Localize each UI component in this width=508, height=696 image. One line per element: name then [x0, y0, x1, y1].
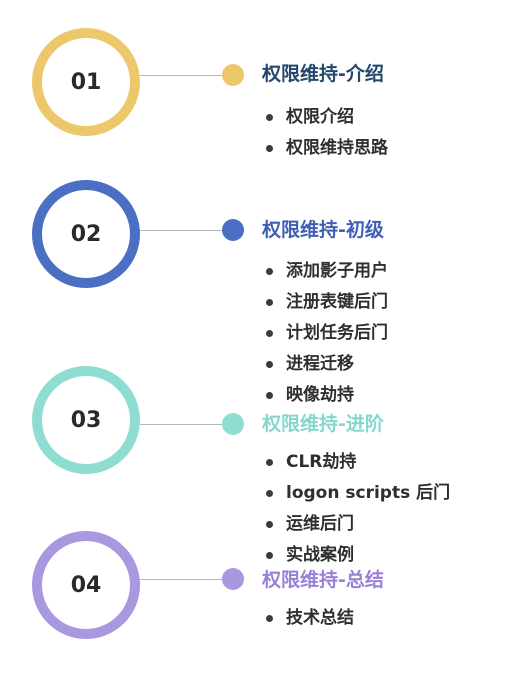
list-item: 权限介绍 [264, 102, 388, 133]
list-item-label: 权限介绍 [286, 107, 354, 127]
section-title: 权限维持-介绍 [262, 63, 384, 85]
bullet-icon [266, 459, 273, 466]
section-04: 04 权限维持-总结 技术总结 [0, 0, 508, 639]
list-item: 技术总结 [264, 603, 354, 634]
step-number: 04 [70, 572, 102, 598]
bullet-icon [266, 330, 273, 337]
item-list: 技术总结 [264, 603, 354, 634]
marker-dot [222, 568, 244, 590]
bullet-icon [266, 521, 273, 528]
list-item: 添加影子用户 [264, 256, 388, 287]
bullet-icon [266, 361, 273, 368]
bullet-icon [266, 145, 273, 152]
bullet-icon [266, 299, 273, 306]
item-list: 添加影子用户 注册表键后门 计划任务后门 进程迁移 映像劫持 [264, 256, 388, 411]
section-title: 权限维持-初级 [262, 219, 384, 241]
marker-dot [222, 219, 244, 241]
connector-line [140, 75, 224, 76]
bullet-icon [266, 615, 273, 622]
list-item-label: 技术总结 [286, 608, 354, 628]
connector-line [140, 230, 224, 231]
list-item-label: 运维后门 [286, 514, 354, 534]
step-number: 01 [70, 69, 102, 95]
section-03: 03 权限维持-进阶 CLR劫持 logon scripts 后门 运维后门 实… [0, 0, 508, 565]
item-list: 权限介绍 权限维持思路 [264, 102, 388, 164]
bullet-icon [266, 268, 273, 275]
list-item: 实战案例 [264, 540, 450, 571]
section-title: 权限维持-进阶 [262, 413, 384, 435]
list-item-label: 进程迁移 [286, 354, 354, 374]
list-item-label: 计划任务后门 [286, 323, 388, 343]
bullet-icon [266, 114, 273, 121]
section-02: 02 权限维持-初级 添加影子用户 注册表键后门 计划任务后门 进程迁移 映像劫… [0, 0, 508, 405]
list-item-label: 映像劫持 [286, 385, 354, 405]
list-item: 计划任务后门 [264, 318, 388, 349]
list-item-label: 注册表键后门 [286, 292, 388, 312]
step-circle-04: 04 [32, 531, 140, 639]
section-title: 权限维持-总结 [262, 569, 384, 591]
list-item: 映像劫持 [264, 380, 388, 411]
list-item-label: CLR劫持 [286, 452, 357, 472]
list-item: 权限维持思路 [264, 133, 388, 164]
list-item: 进程迁移 [264, 349, 388, 380]
list-item: CLR劫持 [264, 447, 450, 478]
step-circle-01: 01 [32, 28, 140, 136]
bullet-icon [266, 490, 273, 497]
section-01: 01 权限维持-介绍 权限介绍 权限维持思路 [0, 0, 508, 158]
step-number: 03 [70, 407, 102, 433]
list-item: logon scripts 后门 [264, 478, 450, 509]
step-number: 02 [70, 221, 102, 247]
bullet-icon [266, 392, 273, 399]
bullet-icon [266, 552, 273, 559]
connector-line [140, 579, 224, 580]
list-item: 运维后门 [264, 509, 450, 540]
connector-line [140, 424, 224, 425]
item-list: CLR劫持 logon scripts 后门 运维后门 实战案例 [264, 447, 450, 571]
list-item-label: 实战案例 [286, 545, 354, 565]
list-item: 注册表键后门 [264, 287, 388, 318]
marker-dot [222, 413, 244, 435]
list-item-label: 权限维持思路 [286, 138, 388, 158]
list-item-label: 添加影子用户 [286, 261, 388, 281]
list-item-label: logon scripts 后门 [286, 483, 451, 503]
marker-dot [222, 64, 244, 86]
step-circle-03: 03 [32, 366, 140, 474]
step-circle-02: 02 [32, 180, 140, 288]
